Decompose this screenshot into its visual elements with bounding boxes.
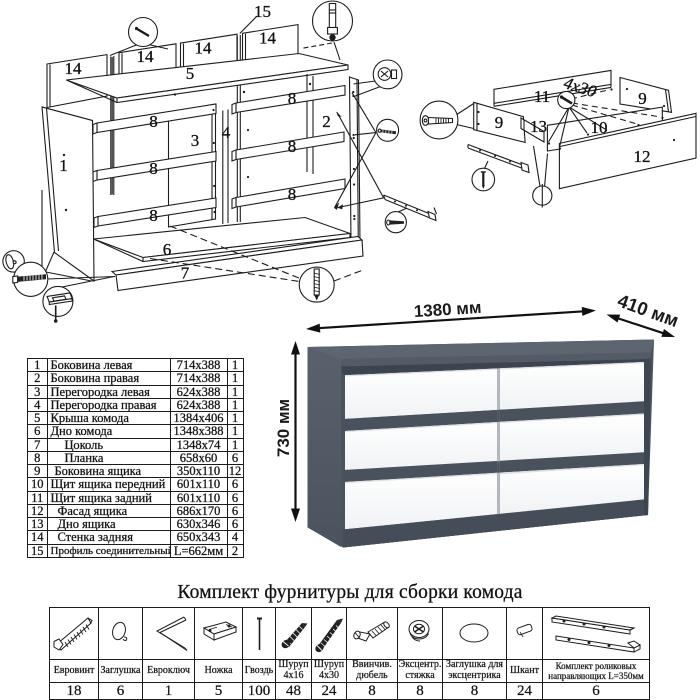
svg-text:8: 8 — [149, 112, 158, 131]
svg-text:13: 13 — [530, 117, 547, 136]
svg-text:1380 мм: 1380 мм — [413, 298, 482, 321]
svg-text:5: 5 — [186, 64, 195, 83]
svg-text:4: 4 — [222, 123, 231, 142]
svg-text:1: 1 — [59, 156, 68, 175]
svg-text:9: 9 — [638, 89, 647, 108]
svg-text:11: 11 — [534, 87, 550, 106]
svg-text:410 мм: 410 мм — [615, 290, 682, 331]
svg-text:8: 8 — [288, 89, 297, 108]
svg-text:8: 8 — [288, 137, 297, 156]
svg-text:730 мм: 730 мм — [274, 399, 293, 457]
svg-text:9: 9 — [495, 113, 504, 132]
svg-text:14: 14 — [137, 47, 155, 66]
svg-text:6: 6 — [163, 240, 172, 259]
svg-text:12: 12 — [634, 147, 651, 166]
svg-text:14: 14 — [259, 29, 277, 48]
svg-text:14: 14 — [65, 59, 83, 78]
svg-text:2: 2 — [322, 112, 331, 131]
svg-text:15: 15 — [254, 2, 271, 21]
svg-text:8: 8 — [149, 159, 158, 178]
svg-text:8: 8 — [288, 185, 297, 204]
svg-text:8: 8 — [149, 206, 158, 225]
svg-text:7: 7 — [181, 264, 190, 283]
svg-text:10: 10 — [591, 118, 608, 137]
svg-text:3: 3 — [191, 131, 200, 150]
svg-text:14: 14 — [195, 39, 213, 58]
